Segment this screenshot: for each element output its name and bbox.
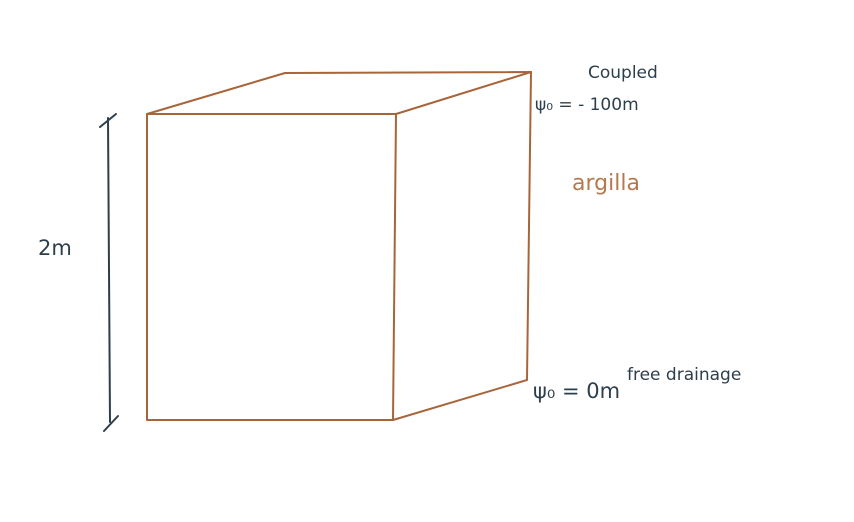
height-dimension-top-tick <box>99 113 117 128</box>
bottom-condition-value-label: ψ₀ = 0m <box>533 379 620 403</box>
top-condition-value-label: ψ₀ = - 100m <box>535 95 639 115</box>
cube-front-face <box>146 113 397 421</box>
bottom-condition-type-label: free drainage <box>627 365 741 385</box>
height-dimension-line <box>107 117 111 423</box>
height-dimension <box>99 113 119 432</box>
top-condition-type-label: Coupled <box>588 63 658 83</box>
cube-top-face <box>146 71 532 115</box>
height-dimension-bottom-tick <box>103 415 119 432</box>
material-label: argilla <box>572 171 640 196</box>
cube-right-edge <box>392 71 532 421</box>
height-label: 2m <box>38 236 72 260</box>
soil-cube <box>146 71 532 421</box>
